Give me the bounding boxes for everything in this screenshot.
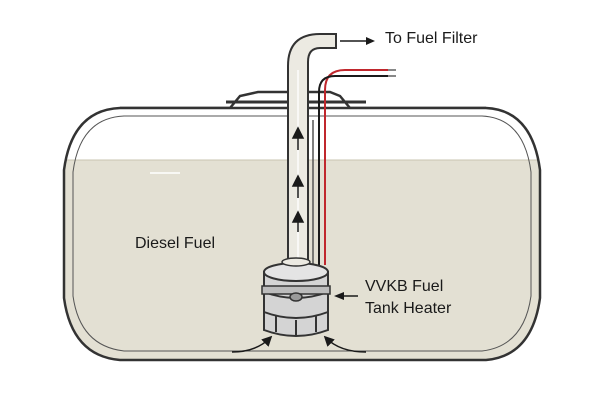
flow-arrows (291, 126, 305, 232)
label-diesel-fuel: Diesel Fuel (135, 235, 216, 252)
arrow-left-icon (334, 292, 358, 300)
label-fuel-tank-heater: VVKB Fuel Tank Heater (365, 276, 451, 320)
heater-wires (312, 69, 396, 265)
heater-label-line-1: VVKB Fuel (365, 278, 444, 295)
arrow-up-icon (291, 210, 305, 232)
arrow-up-icon (291, 174, 305, 198)
label-to-fuel-filter: To Fuel Filter (385, 30, 478, 47)
arrow-right-icon (340, 37, 375, 45)
red-wire (324, 69, 392, 265)
black-wire (318, 75, 392, 265)
curved-arrow-icon (323, 335, 367, 353)
tank-body (62, 106, 542, 362)
tank-inner-line (72, 115, 532, 352)
heater-label-line-2: Tank Heater (365, 300, 452, 317)
curved-arrow-icon (231, 335, 273, 353)
arrow-up-icon (291, 126, 305, 150)
fuel-tank-heater (261, 257, 331, 337)
